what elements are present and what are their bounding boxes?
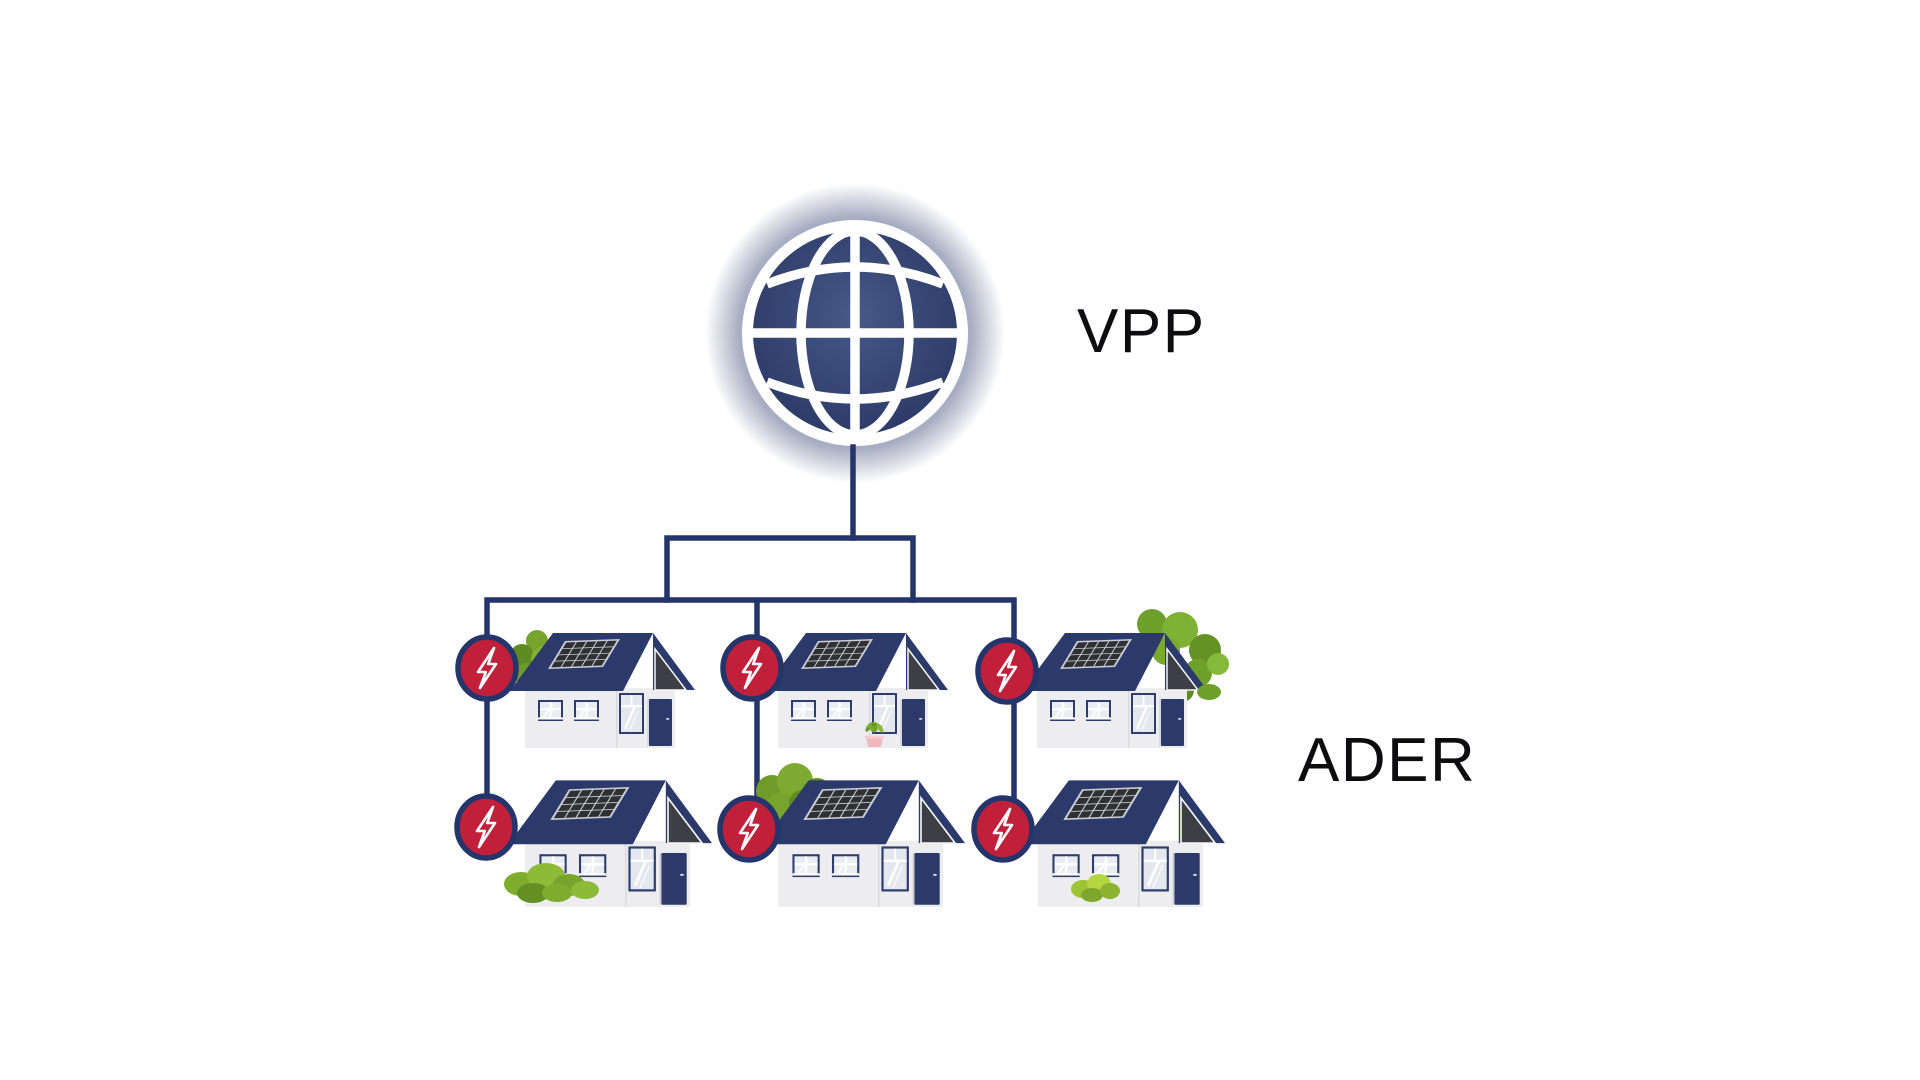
bracket-box-line (664, 535, 916, 603)
bush-front-house-4 (504, 863, 599, 903)
vpp-globe-icon (705, 183, 1005, 483)
lightning-badge-icon-6 (974, 798, 1032, 860)
lightning-badge-icon-1 (458, 637, 516, 699)
lightning-badge-icon-4 (457, 796, 515, 858)
lightning-badge-icon-5 (720, 798, 778, 860)
ader-label: ADER (1298, 726, 1476, 795)
solar-house-icon-6 (1022, 780, 1226, 907)
bush-front-house-6 (1071, 874, 1120, 902)
plant-front-house-2 (865, 722, 884, 747)
vpp-label: VPP (1077, 297, 1206, 366)
tree-front-blob-house-3 (1197, 684, 1221, 700)
bus-line (484, 597, 1017, 829)
globe-grid-lines (753, 226, 957, 440)
lightning-badge-icon-3 (978, 640, 1036, 702)
solar-house-icon-2 (763, 633, 948, 748)
lightning-badge-icon-2 (723, 637, 781, 699)
